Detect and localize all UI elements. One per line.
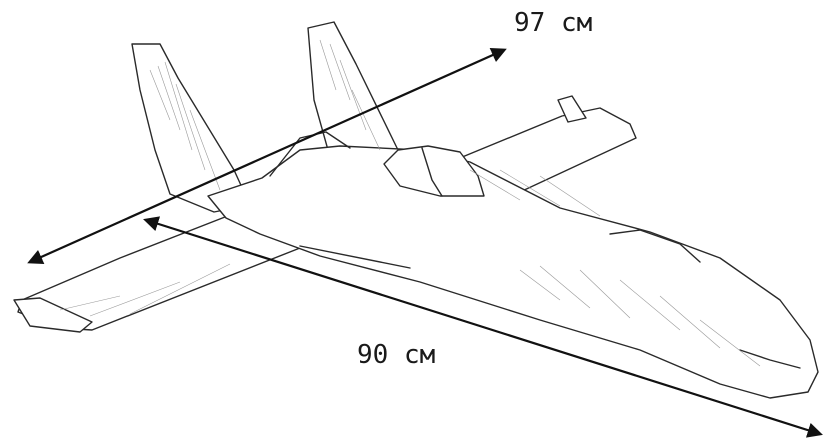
length-label: 90 см [357,340,436,370]
length-arrow [143,216,823,438]
right-tail-fin [307,21,399,159]
fuselage [207,145,819,399]
wingspan-label: 97 см [514,8,593,38]
left-wingtip [13,297,93,333]
right-wingtip [557,95,587,123]
wingspan-arrow [27,48,507,264]
